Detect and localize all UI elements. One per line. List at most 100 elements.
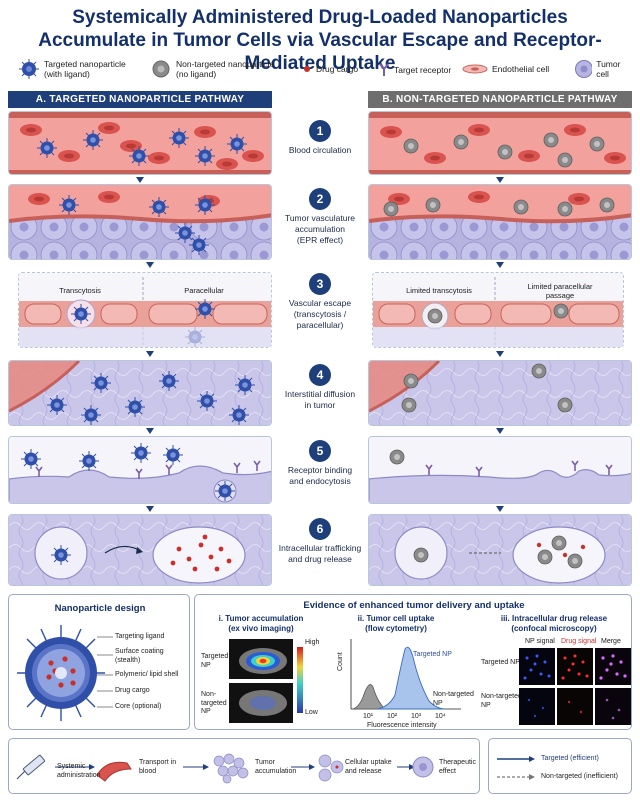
paracellular-label: Paracellular: [184, 286, 224, 295]
legend-label: Target receptor: [394, 65, 452, 75]
panel-i-title: i. Tumor accumulation (ex vivo imaging): [218, 614, 304, 633]
limited-paracellular-label: Limited paracellular passage: [527, 282, 593, 300]
receptor-icon: [379, 63, 389, 76]
tick-label: 10³: [411, 713, 422, 720]
step-label: Receptor binding and endocytosis: [287, 465, 353, 486]
blood-vessel-icon: [96, 761, 132, 782]
histogram-label-non: Non-targeted NP: [433, 691, 474, 707]
tick-label: 10²: [387, 713, 398, 720]
arrow-down-icon: [146, 506, 154, 512]
non-targeted-pathway-header: B. NON-TARGETED NANOPARTICLE PATHWAY: [368, 91, 632, 108]
step-6: 6 Intracellular trafficking and drug rel…: [272, 518, 368, 565]
step-number: 2: [309, 188, 331, 210]
step-label: Vascular escape (transcytosis / paracell…: [288, 298, 352, 330]
step-number: 4: [309, 364, 331, 386]
flow-legend-box: Targeted (efficient) Non-targeted (ineff…: [488, 738, 632, 794]
legend-label: Tumor cell: [596, 59, 621, 79]
arrow-down-icon: [136, 177, 144, 183]
syringe-icon: [16, 754, 46, 780]
design-part-ligand: Targeting ligand: [115, 633, 165, 640]
non-targeted-panel-receptor-binding: [368, 436, 632, 504]
legend-non-targeted-inefficient: Non-targeted (inefficient): [541, 773, 618, 780]
targeted-pathway-header: A. TARGETED NANOPARTICLE PATHWAY: [8, 91, 272, 108]
step-label: Intracellular trafficking and drug relea…: [278, 543, 362, 564]
step-label: Blood circulation: [288, 145, 352, 155]
evidence-box: Evidence of enhanced tumor delivery and …: [194, 594, 632, 730]
arrow-down-icon: [496, 177, 504, 183]
step-3: 3 Vascular escape (transcytosis / parace…: [272, 273, 368, 331]
legend-item-non-targeted: Non-targeted nanoparticle (no ligand): [150, 58, 274, 80]
design-part-shell: Polymeric/ lipid shell: [115, 671, 179, 678]
tick-label: 10¹: [363, 713, 374, 720]
step-number: 3: [309, 273, 331, 295]
page-title: Systemically Administered Drug-Loaded Na…: [0, 6, 640, 75]
legend: Targeted nanoparticle (with ligand) Non-…: [8, 58, 632, 86]
non-targeted-panel-escape: [372, 272, 624, 348]
step-5: 5 Receptor binding and endocytosis: [272, 440, 368, 487]
row-targeted-np: Targeted NP: [481, 659, 520, 666]
bottom-flow-box: Systemic administration Transport in blo…: [8, 738, 480, 794]
transcytosis-label: Transcytosis: [59, 286, 101, 295]
flow-step-effect: Therapeutic effect: [439, 759, 476, 775]
design-part-cargo: Drug cargo: [115, 687, 150, 694]
scale-high-label: High: [305, 639, 320, 646]
targeted-panel-escape: [18, 272, 272, 348]
legend-item-receptor: Target receptor: [378, 63, 451, 77]
design-title: Nanoparticle design: [54, 603, 146, 614]
tumor-cluster-icon: [213, 753, 249, 784]
flow-step-administration: Systemic administration: [57, 763, 101, 779]
endothelial-cell-icon: [462, 64, 488, 74]
title-line-2: Accumulate in Tumor Cells via Vascular E…: [38, 30, 602, 74]
legend-label: Targeted nanoparticle (with ligand): [44, 59, 126, 79]
design-part-coating: Surface coating (stealth): [115, 648, 164, 664]
targeted-panel-vasculature: [8, 184, 272, 260]
panel-i-row-targeted: Targeted NP: [201, 653, 229, 669]
scale-low-label: Low: [305, 709, 318, 716]
panel-iii-title: iii. Intracellular drug release (confoca…: [500, 614, 608, 633]
step-label: Interstitial diffusion in tumor: [284, 389, 356, 410]
arrow-down-icon: [496, 506, 504, 512]
arrow-down-icon: [146, 428, 154, 434]
flow-step-accumulation: Tumor accumulation: [255, 759, 297, 775]
panel-i-row-non: Non- targeted NP: [201, 691, 227, 715]
flow-icons: [16, 753, 434, 784]
arrow-down-icon: [496, 428, 504, 434]
col-np-signal: NP signal: [525, 638, 555, 645]
drug-cargo-icon: [304, 66, 310, 72]
arrow-down-icon: [146, 351, 154, 357]
non-targeted-panel-blood-circulation: [368, 111, 632, 175]
targeted-panel-interstitial: [8, 360, 272, 426]
step-label: Tumor vasculature accumulation (EPR effe…: [284, 213, 356, 245]
histogram-xlabel: Fluorescence intensity: [367, 722, 437, 729]
flow-cytometry-histogram: [350, 639, 461, 710]
histogram-label-targeted: Targeted NP: [413, 651, 452, 658]
legend-item-tumor: Tumor cell: [574, 59, 632, 79]
targeted-panel-receptor-binding: [8, 436, 272, 504]
non-targeted-panel-interstitial: [368, 360, 632, 426]
step-1: 1 Blood circulation: [272, 120, 368, 156]
legend-label: Drug cargo: [316, 64, 359, 74]
targeted-panel-intracellular: [8, 514, 272, 586]
arrow-down-icon: [496, 351, 504, 357]
flow-step-transport: Transport in blood: [139, 759, 177, 775]
nanoparticle-design-box: Nanoparticle design Targeting ligand Sur…: [8, 594, 190, 730]
non-targeted-nanoparticle-icon: [152, 60, 170, 78]
legend-label: Non-targeted nanoparticle (no ligand): [176, 59, 275, 79]
legend-item-drug: Drug cargo: [302, 64, 358, 74]
targeted-nanoparticle-icon: [19, 59, 39, 79]
flow-step-uptake: Cellular uptake and release: [345, 759, 392, 775]
panel-ii-title: ii. Tumor cell uptake (flow cytometry): [357, 614, 435, 633]
step-4: 4 Interstitial diffusion in tumor: [272, 364, 368, 411]
tick-label: 10⁴: [435, 713, 446, 720]
col-drug-signal: Drug signal: [561, 638, 597, 645]
cell-uptake-icon: [318, 754, 344, 782]
legend-label: Endothelial cell: [492, 64, 550, 74]
nanoparticle-diagram: [17, 625, 105, 721]
intensity-scale-bar: [297, 647, 303, 713]
col-merge: Merge: [601, 638, 621, 645]
confocal-grid: [519, 648, 631, 725]
tumor-cell-icon: [575, 60, 593, 78]
ex-vivo-images: [229, 639, 293, 723]
limited-transcytosis-label: Limited transcytosis: [406, 286, 472, 295]
design-part-core: Core (optional): [115, 703, 162, 710]
